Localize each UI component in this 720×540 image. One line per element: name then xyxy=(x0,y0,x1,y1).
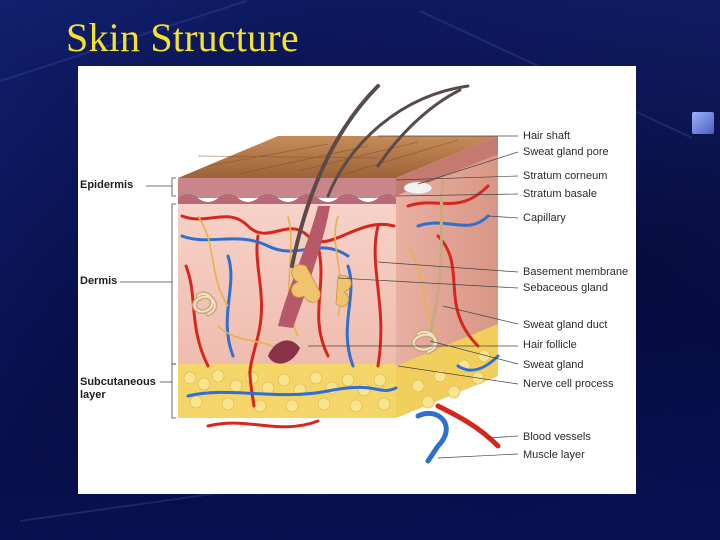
label-sweat-gland-pore: Sweat gland pore xyxy=(523,146,609,158)
slide-title: Skin Structure xyxy=(66,15,299,60)
skin-diagram-illustration xyxy=(120,84,519,464)
diagram-panel: Epidermis Dermis Subcutaneous layer Hair… xyxy=(78,66,636,494)
label-nerve-cell-process: Nerve cell process xyxy=(523,378,614,390)
skin-surface xyxy=(178,136,498,178)
label-dermis: Dermis xyxy=(80,275,118,287)
label-hair-shaft: Hair shaft xyxy=(523,130,571,142)
label-muscle-layer: Muscle layer xyxy=(523,449,585,461)
label-stratum-basale: Stratum basale xyxy=(523,188,597,200)
label-basement-membrane: Basement membrane xyxy=(523,266,629,278)
artery-network xyxy=(180,184,501,449)
label-sebaceous-gland: Sebaceous gland xyxy=(523,282,609,294)
hair-follicle xyxy=(268,206,352,364)
left-brackets xyxy=(120,177,176,419)
label-stratum-corneum: Stratum corneum xyxy=(523,170,608,182)
label-blood-vessels: Blood vessels xyxy=(523,431,591,443)
label-subcutaneous: Subcutaneous xyxy=(80,376,156,388)
label-capillary: Capillary xyxy=(523,212,566,224)
label-sweat-gland: Sweat gland xyxy=(523,359,584,371)
vein-network xyxy=(180,214,500,464)
label-subcutaneous-layer: layer xyxy=(80,389,106,401)
label-sweat-gland-duct: Sweat gland duct xyxy=(523,319,608,331)
sweat-droplet xyxy=(403,181,433,195)
slide-bullet-icon xyxy=(692,112,714,134)
hair-shaft xyxy=(290,84,470,268)
sweat-gland-coils-highlight xyxy=(193,292,438,353)
label-epidermis: Epidermis xyxy=(80,179,134,191)
label-hair-follicle: Hair follicle xyxy=(523,339,577,351)
leader-lines xyxy=(308,135,519,459)
